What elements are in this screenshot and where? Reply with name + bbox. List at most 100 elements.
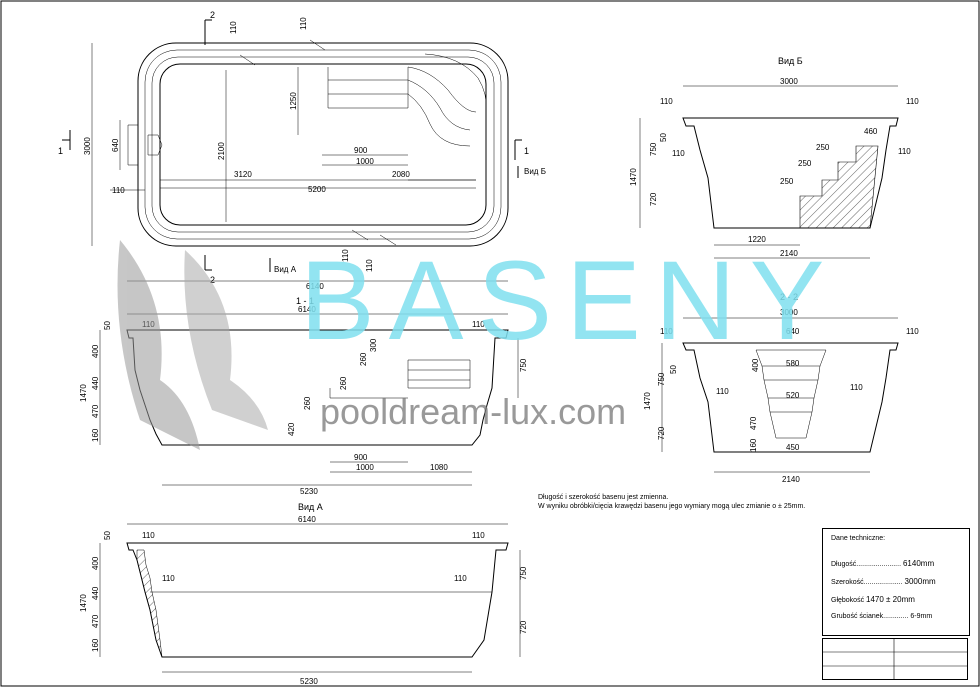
s22-text-110-b: 110 bbox=[850, 383, 863, 392]
s22-text-750: 750 bbox=[657, 372, 666, 386]
plan-dim-110-bottom-a bbox=[351, 229, 369, 241]
view-b: Вид Б 3000 110 110 50 750 110 1470 720 4… bbox=[629, 56, 919, 259]
plan-inner-basin bbox=[159, 63, 487, 226]
view-a: Вид А 6140 110 110 110 110 50 400 440 47… bbox=[79, 502, 528, 686]
tech-title: Dane techniczne: bbox=[831, 535, 886, 542]
note-line-1: Długość i szerokość basenu jest zmienna. bbox=[538, 494, 669, 501]
vb-text-250c: 250 bbox=[780, 177, 794, 186]
section-1-left-mark bbox=[62, 130, 71, 150]
s11-text-400: 400 bbox=[91, 344, 100, 358]
tech-depth-value: 1470 ± 20mm bbox=[866, 595, 915, 604]
sail-logo bbox=[117, 240, 268, 450]
tech-width-row: Szerokość.................... 3000mm bbox=[831, 577, 936, 586]
s22-text-470: 470 bbox=[749, 416, 758, 430]
plan-corner-seat bbox=[424, 53, 487, 113]
va-text-720: 720 bbox=[519, 620, 528, 634]
plan-view: 2 2 1 1 Вид Б Вид А 6140 3000 2100 1250 … bbox=[58, 10, 546, 291]
s11-text-1470: 1470 bbox=[79, 384, 88, 402]
view-a-wall-hatched bbox=[136, 549, 163, 658]
va-text-400: 400 bbox=[91, 556, 100, 570]
section-11-steps bbox=[407, 359, 471, 389]
vb-text-1220: 1220 bbox=[748, 235, 766, 244]
vb-text-250b: 250 bbox=[798, 159, 812, 168]
plan-text-2080: 2080 bbox=[392, 170, 410, 179]
view-a-outline bbox=[126, 542, 509, 658]
plan-dim-110-top-a bbox=[239, 54, 256, 66]
section-mark-1-right: 1 bbox=[524, 146, 529, 156]
s11-text-440: 440 bbox=[91, 376, 100, 390]
vb-title: Вид Б bbox=[778, 56, 803, 66]
title-block bbox=[822, 638, 968, 680]
plan-corner-step-1 bbox=[407, 66, 477, 113]
section-mark-2-top: 2 bbox=[210, 10, 215, 20]
vb-text-110-left: 110 bbox=[660, 97, 673, 106]
s11-text-470: 470 bbox=[91, 404, 100, 418]
vb-text-2140: 2140 bbox=[780, 249, 798, 258]
plan-text-900: 900 bbox=[354, 146, 368, 155]
s22-text-400: 400 bbox=[751, 358, 760, 372]
s22-step-lines bbox=[762, 365, 820, 413]
s22-text-110-a: 110 bbox=[716, 387, 729, 396]
tech-length-row: Długość....................... 6140mm bbox=[831, 559, 934, 568]
s11-text-6140: 6140 bbox=[298, 305, 316, 314]
plan-text-110-left: 110 bbox=[112, 186, 125, 195]
plan-skimmer bbox=[127, 124, 138, 166]
plan-outer-rim bbox=[137, 42, 509, 247]
vb-text-3000: 3000 bbox=[780, 77, 798, 86]
view-a-label: Вид А bbox=[274, 265, 297, 274]
plan-text-640: 640 bbox=[111, 138, 120, 152]
va-text-110-right: 110 bbox=[472, 531, 485, 540]
plan-step-box bbox=[327, 67, 409, 109]
vb-text-110-step: 110 bbox=[898, 147, 911, 156]
s22-text-160: 160 bbox=[749, 438, 758, 452]
plan-rim-3 bbox=[151, 56, 495, 233]
s11-text-160: 160 bbox=[91, 428, 100, 442]
plan-step-lines bbox=[328, 79, 408, 95]
vb-text-110-right: 110 bbox=[906, 97, 919, 106]
s22-text-1470: 1470 bbox=[643, 392, 652, 410]
section-mark-2-bottom: 2 bbox=[210, 275, 215, 285]
s11-text-750: 750 bbox=[519, 358, 528, 372]
vb-text-50: 50 bbox=[659, 133, 668, 142]
view-b-label: Вид Б bbox=[524, 167, 546, 176]
view-b-steps-hatched bbox=[799, 145, 879, 229]
tech-width-label: Szerokość.................... bbox=[831, 579, 903, 586]
s22-text-2140: 2140 bbox=[782, 475, 800, 484]
s11-text-50: 50 bbox=[103, 321, 112, 330]
section-2-top-mark bbox=[204, 19, 212, 45]
s22-text-450: 450 bbox=[786, 443, 800, 452]
plan-text-3120: 3120 bbox=[234, 170, 252, 179]
sail-shape-2 bbox=[184, 250, 268, 430]
note-line-2: W wyniku obróbki/cięcia krawędzi basenu … bbox=[538, 503, 806, 510]
s11-text-260a: 260 bbox=[359, 352, 368, 366]
plan-text-5200: 5200 bbox=[308, 185, 326, 194]
plan-skimmer-box bbox=[147, 134, 163, 156]
s11-title: 1 - 1 bbox=[296, 296, 314, 306]
va-text-160: 160 bbox=[91, 638, 100, 652]
va-text-5230: 5230 bbox=[300, 677, 318, 686]
va-text-440: 440 bbox=[91, 586, 100, 600]
tech-width-value: 3000mm bbox=[904, 577, 936, 586]
va-text-110-inner-left: 110 bbox=[162, 574, 175, 583]
watermark-brand: BASENY bbox=[300, 238, 839, 363]
s11-text-1080: 1080 bbox=[430, 463, 448, 472]
s11-text-900: 900 bbox=[354, 453, 368, 462]
tech-data-table: Dane techniczne: Długość................… bbox=[822, 528, 970, 636]
s11-text-110-right: 110 bbox=[472, 320, 485, 329]
plan-text-110-bottom-b: 110 bbox=[365, 259, 374, 272]
vb-text-750: 750 bbox=[649, 142, 658, 156]
plan-corner-step-2 bbox=[407, 79, 471, 131]
vb-text-720: 720 bbox=[649, 192, 658, 206]
s22-text-110-left: 110 bbox=[660, 327, 673, 336]
vb-text-460: 460 bbox=[864, 127, 878, 136]
s22-text-50: 50 bbox=[669, 365, 678, 374]
va-text-470: 470 bbox=[91, 614, 100, 628]
tech-length-value: 6140mm bbox=[902, 559, 935, 568]
s11-text-260c: 260 bbox=[303, 396, 312, 410]
tech-depth-row: Głębokość 1470 ± 20mm bbox=[831, 595, 915, 604]
plan-text-110-bottom-a: 110 bbox=[341, 249, 350, 262]
plan-dim-110-bottom-b bbox=[379, 234, 397, 246]
plan-text-2100: 2100 bbox=[217, 142, 226, 160]
va-text-50: 50 bbox=[103, 531, 112, 540]
